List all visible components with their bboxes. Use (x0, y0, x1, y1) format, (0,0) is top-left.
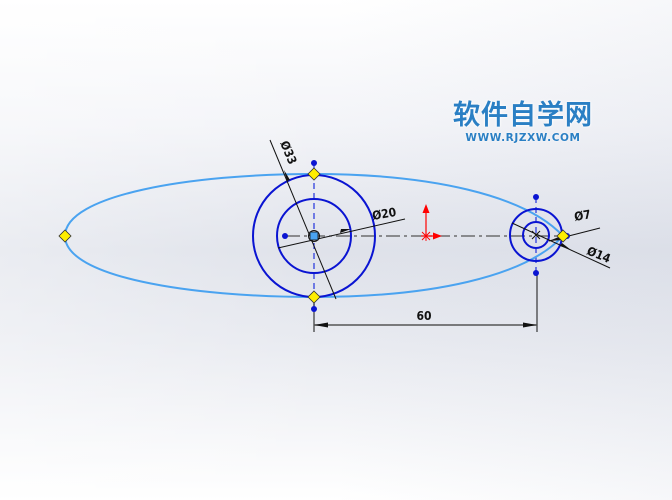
ellipse-vertex-marker[interactable] (556, 229, 570, 243)
sketch-point[interactable] (311, 160, 317, 166)
center-point-big[interactable] (308, 230, 320, 242)
arrowhead-icon (560, 243, 571, 250)
arrowhead-icon (523, 322, 537, 328)
arrowhead-icon (340, 229, 351, 233)
dim-text-20[interactable]: Ø20 (371, 205, 397, 223)
circle-inner-small[interactable] (522, 221, 550, 249)
ellipse-vertex-marker[interactable] (307, 167, 321, 181)
ellipse-vertex-marker[interactable] (307, 290, 321, 304)
sketch-point[interactable] (282, 233, 288, 239)
sketch-point[interactable] (533, 194, 539, 200)
circle-inner-big[interactable] (276, 198, 352, 274)
sketch-point[interactable] (311, 306, 317, 312)
dim-text-33[interactable]: Ø33 (277, 139, 299, 167)
watermark-url: WWW.RJZXW.COM (465, 132, 581, 144)
watermark-logo: 软件自学网 WWW.RJZXW.COM (443, 100, 603, 144)
watermark-title: 软件自学网 (453, 100, 593, 131)
center-point-small[interactable] (531, 230, 541, 240)
arrowhead-icon (314, 322, 328, 328)
arrowhead-icon (284, 170, 290, 181)
ellipse-vertex-marker[interactable] (58, 229, 72, 243)
sketch-point[interactable] (533, 270, 539, 276)
dim-text-7[interactable]: Ø7 (573, 207, 592, 224)
dim-leader-20 (277, 218, 406, 249)
dim-leader-33 (269, 139, 337, 300)
coincident-relation-icon[interactable] (309, 231, 319, 241)
dim-text-60[interactable]: 60 (416, 309, 431, 323)
sketch-origin-icon[interactable] (421, 204, 442, 241)
